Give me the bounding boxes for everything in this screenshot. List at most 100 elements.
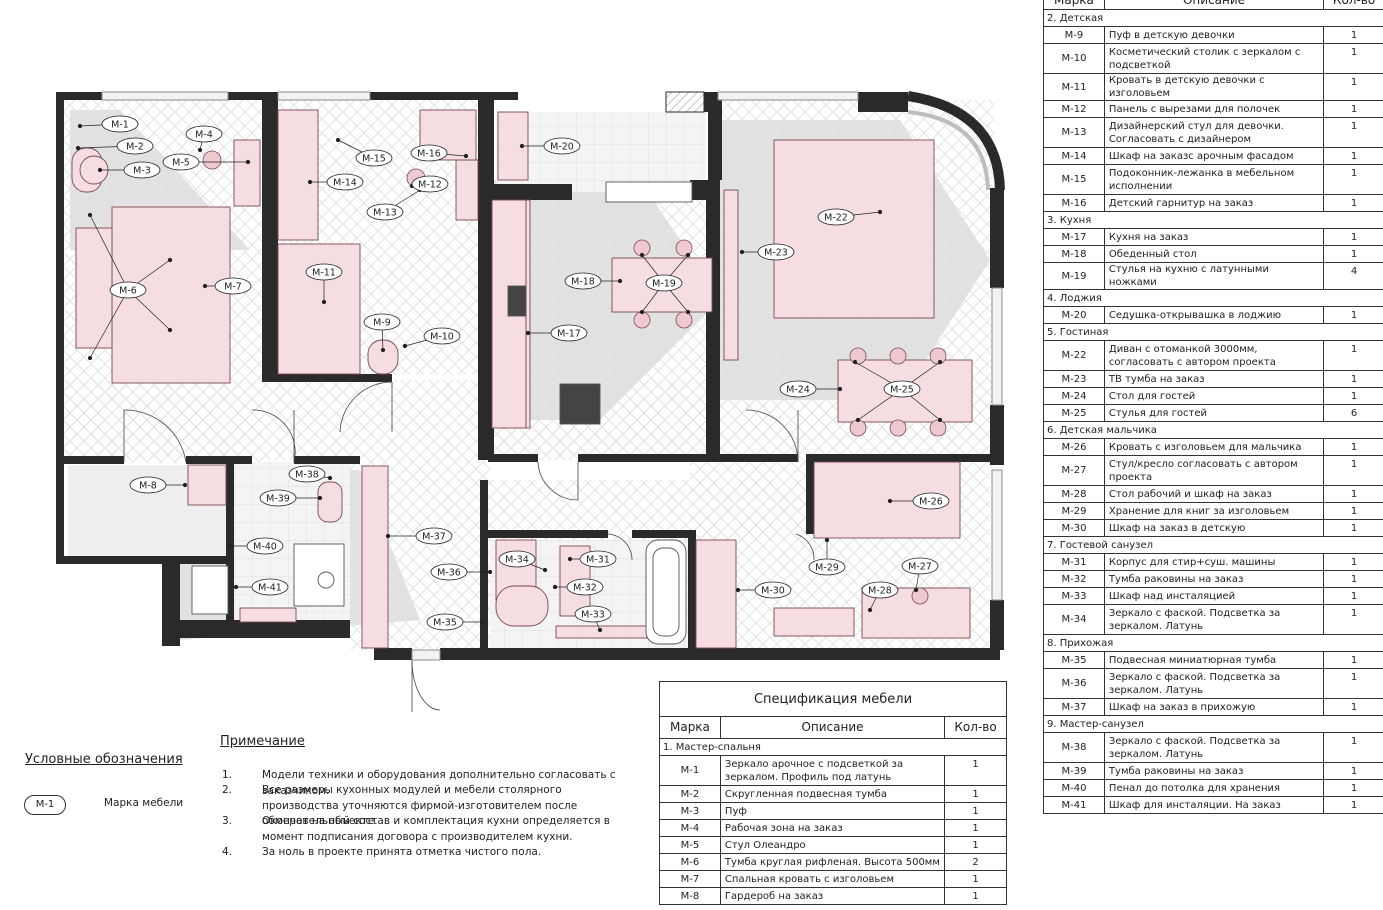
spec-qty: 1 xyxy=(1323,485,1383,503)
spec-qty: 1 xyxy=(1323,306,1383,324)
furniture-marker[interactable]: M-35 xyxy=(426,613,464,631)
leader-dot xyxy=(597,627,603,633)
spec-desc: Кухня на заказ xyxy=(1103,228,1325,246)
spec-desc: Рабочая зона на заказ xyxy=(719,819,946,837)
furniture-marker[interactable]: M-30 xyxy=(754,581,792,599)
spec-desc: Стулья для гостей xyxy=(1103,404,1325,422)
furniture-marker[interactable]: M-15 xyxy=(355,149,393,167)
spec-section-title: 6. Детская мальчика xyxy=(1043,421,1383,439)
spec-qty: 1 xyxy=(1323,502,1383,520)
furniture-marker[interactable]: M-7 xyxy=(214,277,252,295)
note-number: 4. xyxy=(222,846,233,858)
marker-oval xyxy=(861,581,899,599)
furniture-marker[interactable]: M-10 xyxy=(423,327,461,345)
spec-desc: Детский гарнитур на заказ xyxy=(1103,194,1325,212)
furniture-marker[interactable]: M-34 xyxy=(498,550,536,568)
spec-mark: М-27 xyxy=(1043,455,1105,486)
marker-oval xyxy=(754,581,792,599)
marker-oval xyxy=(415,527,453,545)
marker-oval xyxy=(363,313,401,331)
furniture-marker[interactable]: M-37 xyxy=(415,527,453,545)
note-text: За ноль в проекте принята отметка чистог… xyxy=(262,846,542,858)
spec-qty: 1 xyxy=(944,870,1007,888)
leader-dot xyxy=(245,159,251,165)
spec-desc: Обеденный стол xyxy=(1103,245,1325,263)
marker-label: M-6 xyxy=(119,286,137,297)
spec-qty: 1 xyxy=(1323,519,1383,537)
marker-oval xyxy=(251,578,289,596)
furniture-marker[interactable]: M-40 xyxy=(246,537,284,555)
furniture-marker[interactable]: M-29 xyxy=(808,558,846,576)
furniture-marker[interactable]: M-14 xyxy=(326,173,364,191)
furniture-marker[interactable]: M-4 xyxy=(185,125,223,143)
leader-dot xyxy=(197,147,203,153)
furniture-marker[interactable]: M-17 xyxy=(550,324,588,342)
furniture-marker[interactable]: M-24 xyxy=(779,380,817,398)
furniture-marker[interactable]: M-8 xyxy=(129,476,167,494)
spec-mark: М-34 xyxy=(1043,604,1105,635)
furniture-marker[interactable]: M-26 xyxy=(912,492,950,510)
furniture-marker[interactable]: M-33 xyxy=(574,605,612,623)
spec-mark: М-1 xyxy=(659,755,721,786)
spec-desc: Зеркало с фаской. Подсветка за зеркалом.… xyxy=(1103,732,1325,763)
furniture-marker[interactable]: M-25 xyxy=(883,380,921,398)
furniture-marker[interactable]: M-39 xyxy=(259,489,297,507)
furniture-marker[interactable]: M-13 xyxy=(366,203,404,221)
furniture xyxy=(71,109,973,649)
spec-mark: М-6 xyxy=(659,853,721,871)
leader-dot xyxy=(639,252,645,258)
spec-mark: М-24 xyxy=(1043,387,1105,405)
marker-label: M-4 xyxy=(195,130,213,141)
spec-mark: М-12 xyxy=(1043,100,1105,118)
leader-line xyxy=(89,289,129,359)
furniture-marker[interactable]: M-1 xyxy=(101,115,139,133)
marker-oval xyxy=(366,203,404,221)
furniture-marker[interactable]: M-20 xyxy=(543,137,581,155)
furniture-marker[interactable]: M-36 xyxy=(430,563,468,581)
spec-desc: Стулья на кухню с латунными ножками xyxy=(1103,262,1325,290)
furniture-marker[interactable]: M-11 xyxy=(305,263,343,281)
spec-desc: Зеркало с фаской. Подсветка за зеркалом.… xyxy=(1103,668,1325,699)
furniture-marker[interactable]: M-41 xyxy=(251,578,289,596)
furniture-marker[interactable]: M-12 xyxy=(411,175,449,193)
marker-oval xyxy=(543,137,581,155)
furniture-marker[interactable]: M-27 xyxy=(901,557,939,575)
furniture-marker[interactable]: M-6 xyxy=(109,281,147,299)
leader-dot xyxy=(402,343,408,349)
furniture-marker[interactable]: M-5 xyxy=(162,153,200,171)
marker-label: M-9 xyxy=(373,318,391,329)
furniture-marker[interactable]: M-3 xyxy=(123,161,161,179)
furniture-marker[interactable]: M-31 xyxy=(579,550,617,568)
spec-qty: 1 xyxy=(1323,455,1383,486)
furniture-marker[interactable]: M-22 xyxy=(817,208,855,226)
furniture-marker[interactable]: M-23 xyxy=(757,243,795,261)
furniture-marker[interactable]: M-32 xyxy=(566,578,604,596)
spec-qty: 1 xyxy=(1323,604,1383,635)
furniture-marker[interactable]: M-38 xyxy=(288,465,326,483)
col-desc-header: Описание xyxy=(719,716,946,739)
furniture-marker[interactable]: M-19 xyxy=(645,274,683,292)
spec-qty: 1 xyxy=(1323,147,1383,165)
spec-section-row: 6. Детская мальчика xyxy=(1043,421,1383,439)
marker-oval xyxy=(214,277,252,295)
furniture-marker[interactable]: M-28 xyxy=(861,581,899,599)
leader-dot xyxy=(380,347,386,353)
furniture-marker[interactable]: M-18 xyxy=(564,272,602,290)
furniture-marker[interactable]: M-2 xyxy=(116,137,154,155)
spec-section-title: 7. Гостевой санузел xyxy=(1043,536,1383,554)
leader-dot xyxy=(937,417,943,423)
furniture-marker[interactable]: M-16 xyxy=(410,144,448,162)
spec-section-row: 4. Лоджия xyxy=(1043,289,1383,307)
furniture-marker[interactable]: M-9 xyxy=(363,313,401,331)
spec-qty: 1 xyxy=(1323,587,1383,605)
marker-label: M-14 xyxy=(333,178,357,189)
